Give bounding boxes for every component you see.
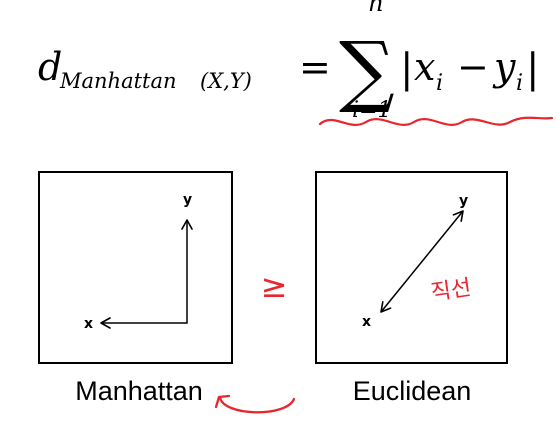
manhattan-caption: Manhattan xyxy=(75,376,203,406)
formula-bar-close: | xyxy=(526,46,539,92)
manhattan-y-label: y xyxy=(183,192,192,208)
korean-straight-line-note: 직선 xyxy=(429,276,473,306)
euclidean-caption: Euclidean xyxy=(353,376,472,406)
formula-d: d xyxy=(38,45,62,89)
formula-y-sub: i xyxy=(516,71,523,96)
greater-equal-annotation: ≥ xyxy=(261,267,288,305)
formula-upper-limit: n xyxy=(368,0,383,17)
formula-y: y xyxy=(492,45,516,89)
formula-minus: − xyxy=(457,45,489,89)
red-swap-arrow xyxy=(214,394,296,414)
manhattan-path-arrows xyxy=(100,219,193,329)
euclidean-y-label: y xyxy=(459,193,468,209)
formula-bar-open: | xyxy=(400,46,413,92)
formula-subscript-args: (X,Y) xyxy=(200,69,252,93)
manhattan-distance-formula: d Manhattan (X,Y) = n ∑ i=1 | x i − y i … xyxy=(38,0,539,123)
euclidean-x-label: x xyxy=(362,314,371,330)
formula-equals: = xyxy=(299,45,331,89)
formula-x-sub: i xyxy=(436,71,443,96)
formula-sum-symbol: ∑ xyxy=(339,26,395,116)
formula-x: x xyxy=(414,45,435,89)
manhattan-diagram: x y xyxy=(38,171,233,364)
euclidean-diagonal-arrow xyxy=(380,210,464,313)
formula-subscript: Manhattan xyxy=(59,69,177,93)
manhattan-x-label: x xyxy=(84,316,93,332)
euclidean-diagram: x y 직선 xyxy=(315,171,508,364)
euclidean-frame xyxy=(315,171,508,364)
red-wavy-underline xyxy=(318,116,554,126)
manhattan-frame xyxy=(38,171,233,364)
